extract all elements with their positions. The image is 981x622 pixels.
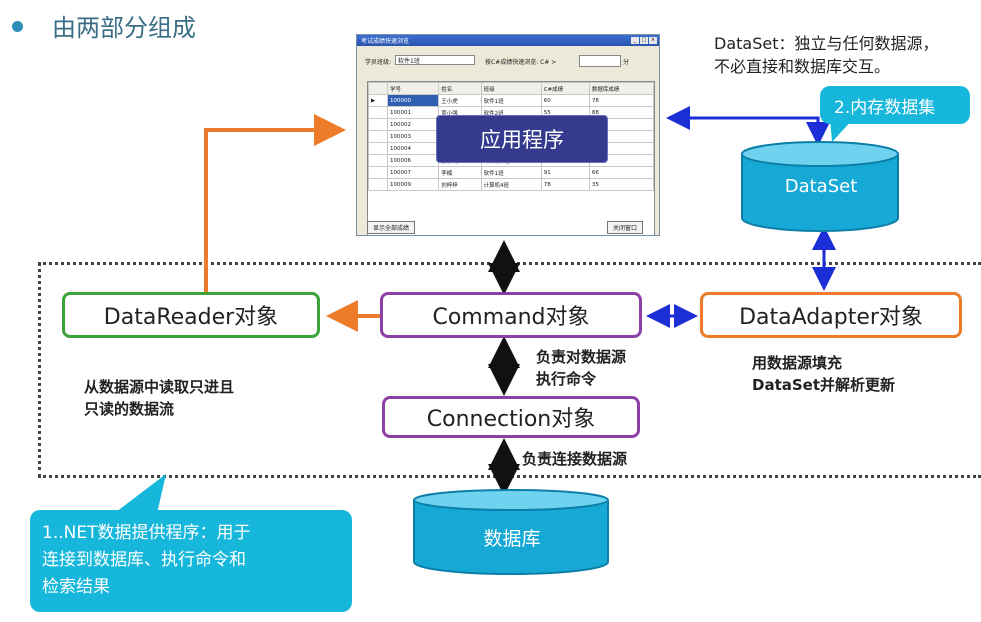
database-label: 数据库 xyxy=(483,528,541,550)
datareader-description-line: 只读的数据流 xyxy=(84,400,175,418)
command-description: 负责对数据源 执行命令 xyxy=(536,346,626,390)
datareader-box: DataReader对象 xyxy=(62,292,320,338)
column-header[interactable]: C#成绩 xyxy=(540,82,590,95)
app-window-titlebar: 考试成绩快速浏览 _□× xyxy=(357,35,659,46)
connection-box: Connection对象 xyxy=(382,396,640,438)
score-input[interactable] xyxy=(579,55,621,67)
dataadapter-description: 用数据源填充 DataSet并解析更新 xyxy=(752,352,895,396)
command-box: Command对象 xyxy=(380,292,642,338)
memory-dataset-callout: 2.内存数据集 xyxy=(820,86,970,124)
dataset-description-line: 不必直接和数据库交互。 xyxy=(714,57,891,76)
bullet-icon xyxy=(12,21,23,32)
provider-callout-line: 1..NET数据提供程序：用于 xyxy=(42,523,251,543)
dataadapter-description-line: DataSet并解析更新 xyxy=(752,376,896,394)
memory-callout-tail xyxy=(830,118,854,142)
close-icon[interactable]: × xyxy=(649,37,657,44)
column-header[interactable]: 数据库成绩 xyxy=(588,82,655,95)
dataset-description-line: DataSet：独立与任何数据源， xyxy=(714,34,939,53)
dataset-description: DataSet：独立与任何数据源， 不必直接和数据库交互。 xyxy=(714,32,938,78)
search-label: 按C#成绩快速浏览: C# > xyxy=(485,59,557,66)
provider-callout-text: 1..NET数据提供程序：用于 连接到数据库、执行命令和 检索结果 xyxy=(42,520,250,601)
datareader-description-line: 从数据源中读取只进且 xyxy=(84,378,235,396)
column-header[interactable]: 班级 xyxy=(480,82,542,95)
class-select[interactable]: 软件1班 xyxy=(395,55,475,65)
app-label: 应用程序 xyxy=(437,116,607,162)
column-header[interactable]: 姓名 xyxy=(438,82,482,95)
maximize-icon[interactable]: □ xyxy=(640,37,648,44)
dataadapter-description-line: 用数据源填充 xyxy=(752,354,843,372)
dataset-label: DataSet xyxy=(784,176,858,197)
show-all-button[interactable]: 显示全部成绩 xyxy=(367,221,416,234)
memory-dataset-callout-text: 2.内存数据集 xyxy=(834,98,936,118)
column-header[interactable]: 学号 xyxy=(386,82,440,95)
class-select-value: 软件1班 xyxy=(398,58,420,65)
slide-title: 由两部分组成 xyxy=(52,14,196,42)
class-label: 学员班级: xyxy=(365,59,392,66)
datareader-to-app-arrow xyxy=(204,114,346,292)
provider-callout-tail xyxy=(116,474,166,518)
provider-callout-line: 检索结果 xyxy=(42,577,110,597)
search-unit: 分 xyxy=(623,59,630,66)
dataadapter-box: DataAdapter对象 xyxy=(700,292,962,338)
database-cylinder-icon xyxy=(413,489,609,575)
close-window-button[interactable]: 关闭窗口 xyxy=(607,221,644,234)
connection-description: 负责连接数据源 xyxy=(522,450,628,468)
command-description-line: 执行命令 xyxy=(536,370,597,388)
minimize-icon[interactable]: _ xyxy=(631,37,639,44)
command-description-line: 负责对数据源 xyxy=(536,348,627,366)
provider-callout-line: 连接到数据库、执行命令和 xyxy=(42,550,246,570)
provider-callout: 1..NET数据提供程序：用于 连接到数据库、执行命令和 检索结果 xyxy=(30,510,352,612)
datareader-description: 从数据源中读取只进且 只读的数据流 xyxy=(84,376,234,420)
grid-header-row: 学号 姓名 班级 C#成绩 数据库成绩 xyxy=(368,82,655,95)
app-window-title: 考试成绩快速浏览 xyxy=(361,38,410,45)
app-dataset-arrow xyxy=(666,106,830,146)
dataset-cylinder-icon xyxy=(741,141,899,232)
